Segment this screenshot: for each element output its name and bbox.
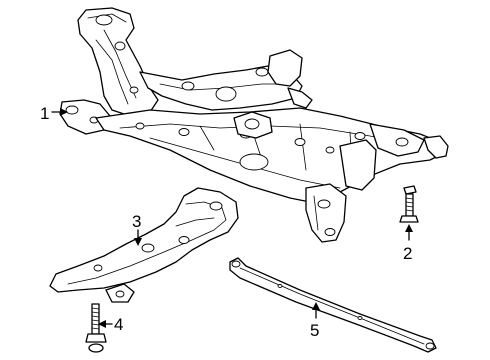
subframe-part bbox=[59, 7, 449, 243]
bolt-part-2 bbox=[399, 185, 419, 223]
bracket-part-3 bbox=[49, 187, 239, 303]
callout-leaders bbox=[51, 108, 413, 328]
callout-3: 3 bbox=[132, 212, 141, 231]
callout-5: 5 bbox=[310, 321, 319, 340]
callout-2: 2 bbox=[403, 244, 412, 263]
callout-4: 4 bbox=[114, 315, 123, 334]
brace-bar-part-5 bbox=[229, 257, 437, 353]
callout-1: 1 bbox=[40, 104, 49, 123]
bolt-part-4 bbox=[85, 303, 107, 353]
